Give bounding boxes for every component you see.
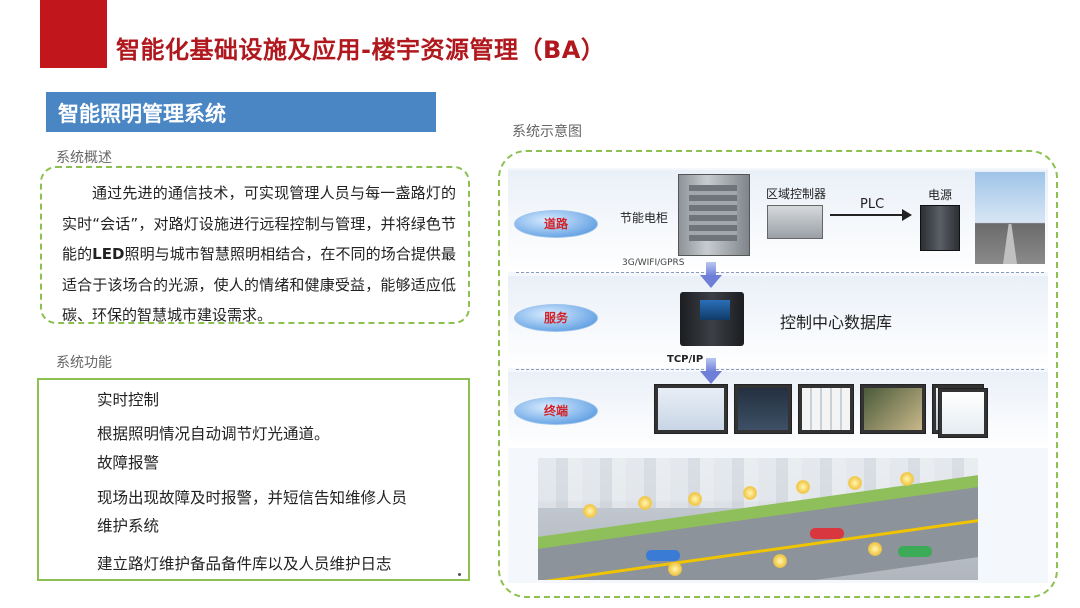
street-lamp-icon <box>583 504 597 518</box>
functions-label: 系统功能 <box>56 355 112 371</box>
database-label: 控制中心数据库 <box>780 313 893 332</box>
street-lamp-icon <box>900 472 914 486</box>
overview-text-part1: 通过先进的通信技术，可实现管理人员与每一盏路灯的实时“会话”，对路灯设施进行远程… <box>62 184 456 263</box>
street-lamp-icon <box>796 480 810 494</box>
car-icon <box>810 528 844 539</box>
page-title: 智能化基础设施及应用-楼宇资源管理（BA） <box>116 36 606 64</box>
overview-label: 系统概述 <box>56 150 112 166</box>
layer-terminal-pill: 终端 <box>514 397 598 425</box>
protocol-label: TCP/IP <box>667 354 704 365</box>
server-image <box>680 292 744 346</box>
car-icon <box>646 550 680 561</box>
cabinet-image <box>678 174 750 256</box>
plc-arrow-icon <box>830 209 912 221</box>
function-item: 建立路灯维护备品备件库以及人员维护日志 <box>97 555 392 573</box>
functions-box: 实时控制 根据照明情况自动调节灯光通道。 故障报警 现场出现故障及时报警，并短信… <box>37 378 470 581</box>
road-lamp-image <box>975 172 1045 264</box>
plc-label: PLC <box>860 197 885 212</box>
terminal-screen <box>860 384 926 434</box>
power-label: 电源 <box>928 188 953 202</box>
terminal-screen <box>938 388 988 438</box>
street-lamp-icon <box>868 542 882 556</box>
street-lamp-icon <box>638 496 652 510</box>
street-lamp-icon <box>848 476 862 490</box>
function-item: 维护系统 <box>97 517 160 535</box>
overview-text: 通过先进的通信技术，可实现管理人员与每一盏路灯的实时“会话”，对路灯设施进行远程… <box>62 178 456 331</box>
overview-text-part2: 照明与城市智慧照明相结合，在不同的场合提供最适合于该场合的光源，使人的情绪和健康… <box>62 245 456 324</box>
down-arrow-icon <box>700 262 722 288</box>
down-arrow-icon <box>700 358 722 384</box>
service-band <box>508 276 1048 368</box>
function-item: 根据照明情况自动调节灯光通道。 <box>97 425 330 443</box>
terminal-screen <box>798 384 854 434</box>
street-lamp-icon <box>773 554 787 568</box>
terminal-screen <box>654 384 728 434</box>
layer-road-pill: 道路 <box>514 210 598 238</box>
street-lamp-icon <box>668 562 682 576</box>
overview-box: 通过先进的通信技术，可实现管理人员与每一盏路灯的实时“会话”，对路灯设施进行远程… <box>40 166 470 324</box>
section-title: 智能照明管理系统 <box>46 92 436 132</box>
function-item: 实时控制 <box>97 391 160 409</box>
network-label: 3G/WIFI/GPRS <box>622 258 685 268</box>
function-item: 现场出现故障及时报警，并短信告知维修人员 <box>97 489 408 507</box>
layer-service-pill: 服务 <box>514 304 598 332</box>
overview-text-led: LED <box>92 245 125 263</box>
function-item: 故障报警 <box>97 454 160 472</box>
street-lamp-icon <box>743 486 757 500</box>
diagram-frame <box>498 150 1058 598</box>
terminal-screen <box>734 384 792 434</box>
cabinet-label: 节能电柜 <box>620 211 669 225</box>
diagram-label: 系统示意图 <box>512 124 582 140</box>
title-accent-block <box>40 0 107 68</box>
decorative-dot <box>458 573 461 576</box>
controller-image <box>767 205 823 239</box>
street-lamp-icon <box>688 492 702 506</box>
layer-separator <box>516 272 1044 273</box>
power-image <box>920 205 960 251</box>
smart-city-illustration <box>538 458 978 580</box>
car-icon <box>898 546 932 557</box>
controller-label: 区域控制器 <box>766 187 827 201</box>
layer-separator <box>516 369 1044 370</box>
